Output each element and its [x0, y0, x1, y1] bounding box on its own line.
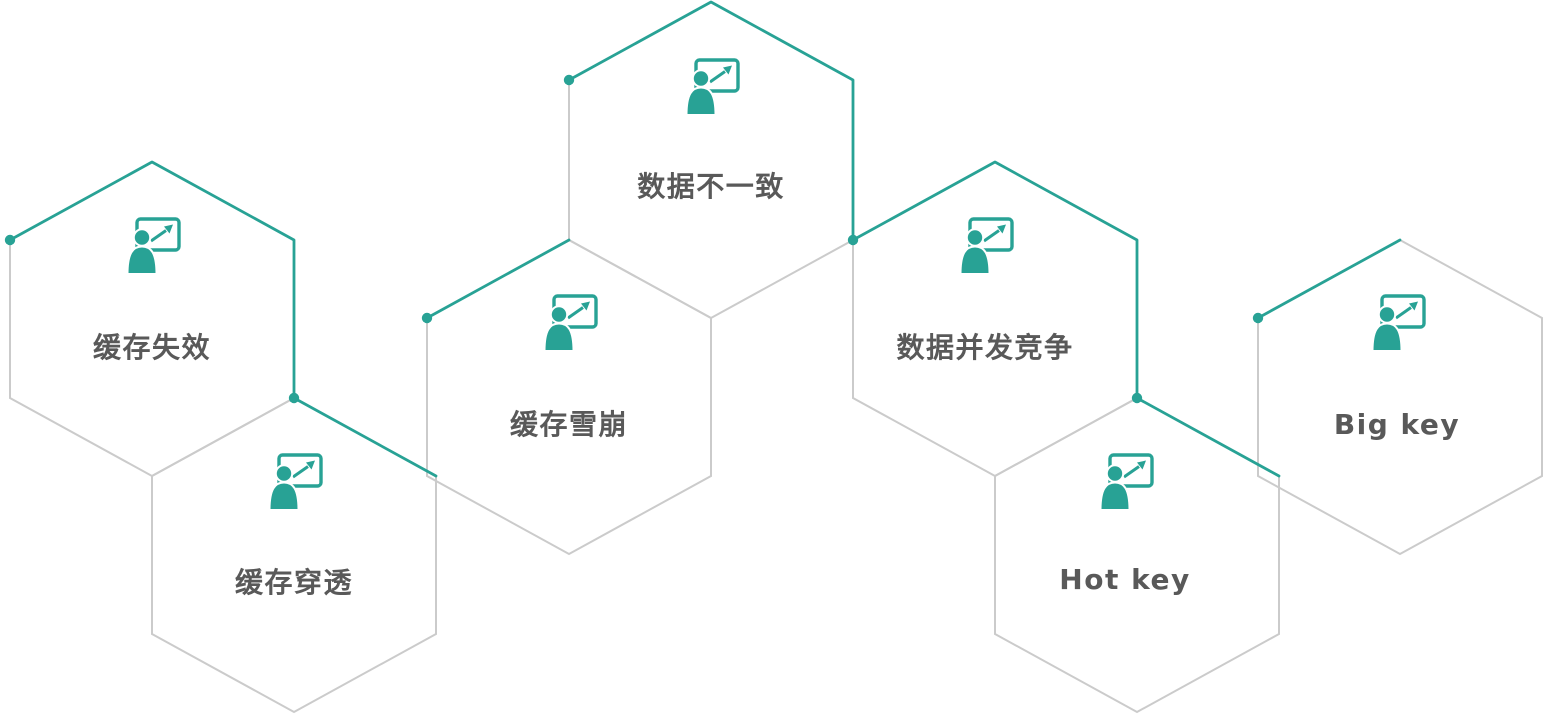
- hexagon-outlines: [9, 0, 1543, 714]
- vertex-dot: [288, 392, 300, 404]
- node-label: 缓存失效: [93, 331, 211, 364]
- hex-cache-penetration: 缓存穿透: [235, 453, 353, 599]
- vertex-dot: [421, 312, 433, 324]
- accent-path-cache-avalanche: [425, 238, 571, 320]
- node-content: 缓存失效 缓存穿透 缓存雪崩 数据不一致 数据并发竞争 Hot key: [93, 58, 1460, 599]
- vertex-dot: [563, 74, 575, 86]
- hexagon-cache-penetration-outline: [151, 396, 437, 714]
- hexagon-big-key-outline: [1257, 238, 1543, 556]
- presenter-chart-icon: [684, 58, 740, 115]
- hexagon-data-inconsistency-outline: [568, 0, 854, 320]
- node-label: 缓存穿透: [235, 566, 353, 599]
- presenter-chart-icon: [125, 217, 181, 274]
- hex-hot-key: Hot key: [1059, 453, 1190, 596]
- node-label: 数据并发竞争: [896, 331, 1073, 364]
- hex-data-inconsistency: 数据不一致: [637, 58, 785, 203]
- hex-cache-invalidation: 缓存失效: [93, 217, 211, 364]
- hex-data-concurrency-contention: 数据并发竞争: [896, 217, 1073, 364]
- presenter-chart-icon: [267, 453, 323, 510]
- node-label: 数据不一致: [637, 170, 785, 203]
- hexagon-cache-avalanche-outline: [426, 238, 712, 556]
- accent-path-big-key: [1256, 238, 1402, 320]
- presenter-chart-icon: [1370, 294, 1426, 351]
- node-label: Big key: [1334, 408, 1460, 441]
- vertex-dot: [847, 234, 859, 246]
- accent-path-left: [8, 160, 438, 478]
- presenter-chart-icon: [542, 294, 598, 351]
- hexagon-hot-key-outline: [994, 396, 1280, 714]
- hex-big-key: Big key: [1334, 294, 1460, 441]
- node-label: 缓存雪崩: [510, 408, 628, 441]
- hexagon-cache-invalidation-outline: [9, 160, 295, 478]
- accent-path-right: [567, 0, 1281, 478]
- vertex-dot: [4, 234, 16, 246]
- hex-cache-avalanche: 缓存雪崩: [510, 294, 628, 441]
- vertex-dot: [1131, 392, 1143, 404]
- vertex-dot: [1252, 312, 1264, 324]
- node-label: Hot key: [1059, 563, 1190, 596]
- presenter-chart-icon: [1098, 453, 1154, 510]
- hexagon-data-concurrency-outline: [852, 160, 1138, 478]
- accent-highlights: [4, 0, 1402, 478]
- presenter-chart-icon: [958, 217, 1014, 274]
